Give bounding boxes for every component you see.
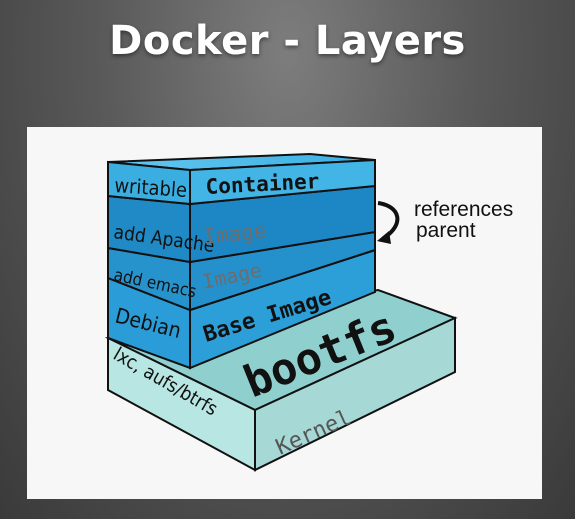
apache-image-layer xyxy=(107,184,376,264)
slide-title: Docker - Layers xyxy=(109,18,466,64)
kernel-layer xyxy=(104,288,458,472)
annotation-line1: references xyxy=(414,198,513,221)
kernel-right-face xyxy=(254,316,456,472)
container-label: Container xyxy=(205,169,320,199)
emacs-image-layer xyxy=(107,230,376,312)
annotation-line2: parent xyxy=(416,219,476,242)
container-layer xyxy=(107,152,376,206)
writable-label: writable xyxy=(114,173,188,202)
references-parent-arrow-icon xyxy=(377,201,400,244)
container-front-face xyxy=(189,158,376,206)
